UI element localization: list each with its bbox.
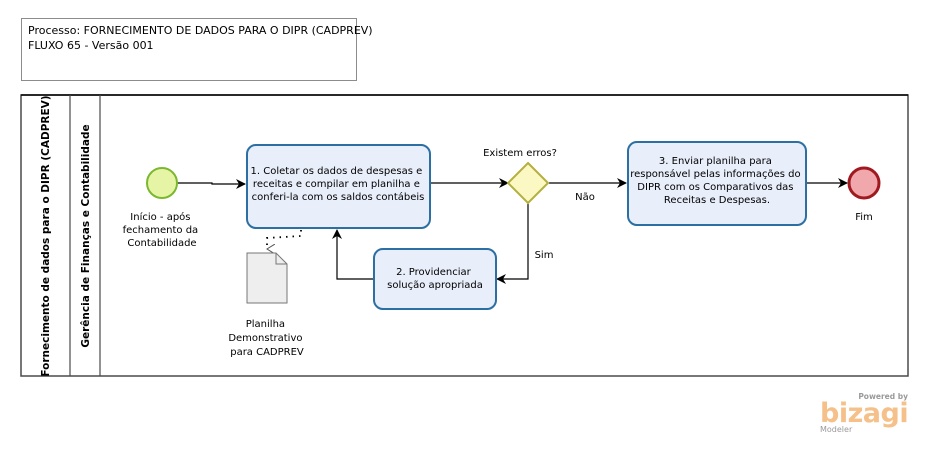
lane-label: Gerência de Finanças e Contabilidade xyxy=(80,124,92,347)
task-2-label: 2. Providenciar solução apropriada xyxy=(387,267,483,291)
start-event-circle xyxy=(146,167,178,199)
flow-start-to-task1 xyxy=(177,179,246,189)
sequence-flows xyxy=(177,178,848,284)
data-object-spreadsheet[interactable] xyxy=(246,252,288,304)
association-task1-to-artifact xyxy=(267,230,302,249)
task-2-provide-solution[interactable]: 2. Providenciar solução apropriada xyxy=(373,248,497,310)
end-event-label: Fim xyxy=(855,212,873,223)
bizagi-logo: Powered by bizagi Modeler xyxy=(818,392,910,436)
exclusive-gateway[interactable] xyxy=(506,161,550,205)
process-header: Processo: FORNECIMENTO DE DADOS PARA O D… xyxy=(21,18,373,81)
gateway-yes-label: Sim xyxy=(535,250,554,261)
end-event-circle xyxy=(847,166,881,200)
gateway-label: Existem erros? xyxy=(483,148,557,159)
process-title: Processo: FORNECIMENTO DE DADOS PARA O D… xyxy=(28,24,373,37)
task-1-label: 1. Coletar os dados de despesas e receit… xyxy=(251,166,426,203)
flow-version: FLUXO 65 - Versão 001 xyxy=(28,39,154,52)
task-1-collect-data[interactable]: 1. Coletar os dados de despesas e receit… xyxy=(246,144,431,229)
start-event-label: Início - após fechamento da Contabilidad… xyxy=(123,211,202,249)
flow-task2-to-task1 xyxy=(332,229,373,280)
pool-label: Fornecimento de dados para o DIPR (CADPR… xyxy=(40,95,52,376)
flow-gateway-yes-to-task2 xyxy=(496,203,529,284)
gateway-no-label: Não xyxy=(575,192,595,203)
end-event[interactable] xyxy=(847,166,881,200)
task-3-send-spreadsheet[interactable]: 3. Enviar planilha para responsável pela… xyxy=(627,141,807,226)
start-event[interactable] xyxy=(146,167,178,199)
task-3-label: 3. Enviar planilha para responsável pela… xyxy=(630,156,804,206)
bizagi-brand: bizagi xyxy=(820,398,909,429)
powered-by-text: Powered by xyxy=(858,392,908,401)
document-icon xyxy=(246,252,288,304)
data-object-label: Planilha Demonstrativo para CADPREV xyxy=(228,319,305,358)
modeler-text: Modeler xyxy=(820,425,853,434)
